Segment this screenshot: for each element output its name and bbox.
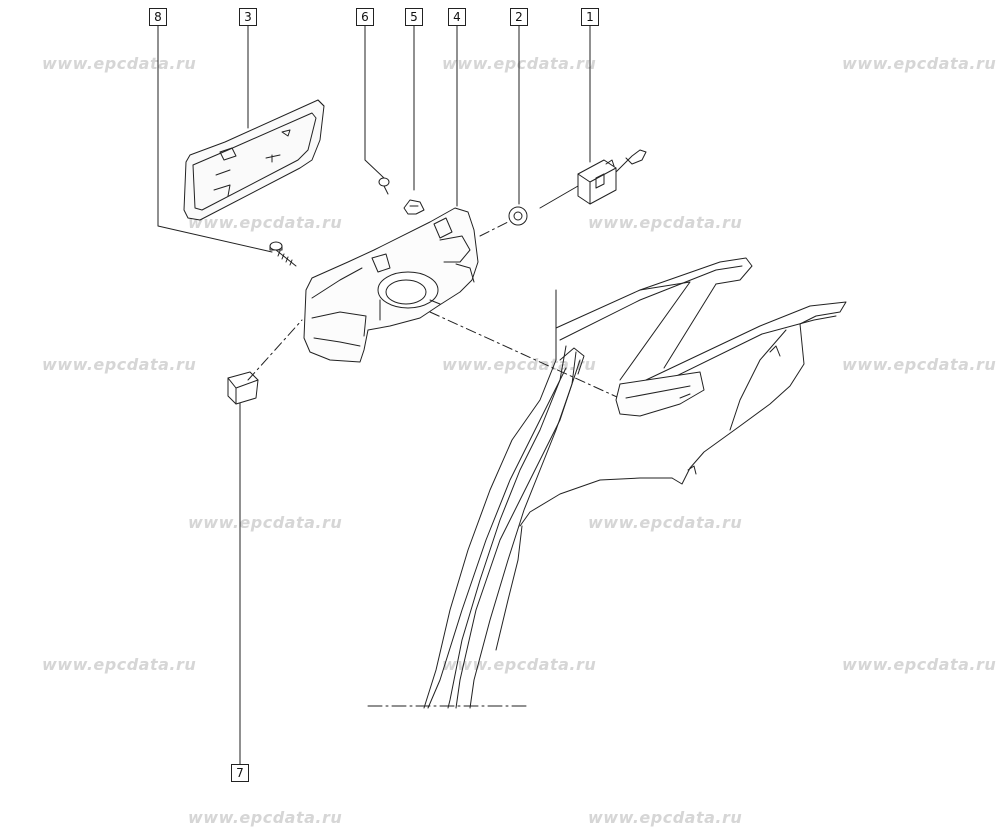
callout-1: 1 (581, 8, 599, 26)
flap-actuator (539, 149, 647, 209)
grommet (508, 206, 528, 226)
callout-3: 3 (239, 8, 257, 26)
watermark: www.epcdata.ru (42, 655, 197, 674)
callout-6: 6 (356, 8, 374, 26)
car-body-rear-quarter (367, 257, 847, 709)
callout-5: 5 (405, 8, 423, 26)
callout-2: 2 (510, 8, 528, 26)
watermark: www.epcdata.ru (842, 355, 997, 374)
watermark: www.epcdata.ru (188, 213, 343, 232)
callout-7: 7 (231, 764, 249, 782)
fuel-flap-door (183, 99, 325, 221)
watermark: www.epcdata.ru (842, 655, 997, 674)
watermark: www.epcdata.ru (442, 655, 597, 674)
watermark: www.epcdata.ru (188, 513, 343, 532)
fuel-filler-housing (303, 207, 479, 363)
callout-4: 4 (448, 8, 466, 26)
watermark: www.epcdata.ru (42, 355, 197, 374)
clip (403, 199, 425, 215)
assembly-paths (247, 221, 629, 403)
screw (269, 241, 297, 267)
leader-lines (157, 24, 591, 766)
watermark: www.epcdata.ru (442, 355, 597, 374)
callout-8: 8 (149, 8, 167, 26)
watermark: www.epcdata.ru (588, 513, 743, 532)
watermark: www.epcdata.ru (588, 213, 743, 232)
watermark: www.epcdata.ru (842, 54, 997, 73)
rivet (378, 177, 390, 195)
retainer-clip (227, 371, 259, 405)
watermark: www.epcdata.ru (42, 54, 197, 73)
